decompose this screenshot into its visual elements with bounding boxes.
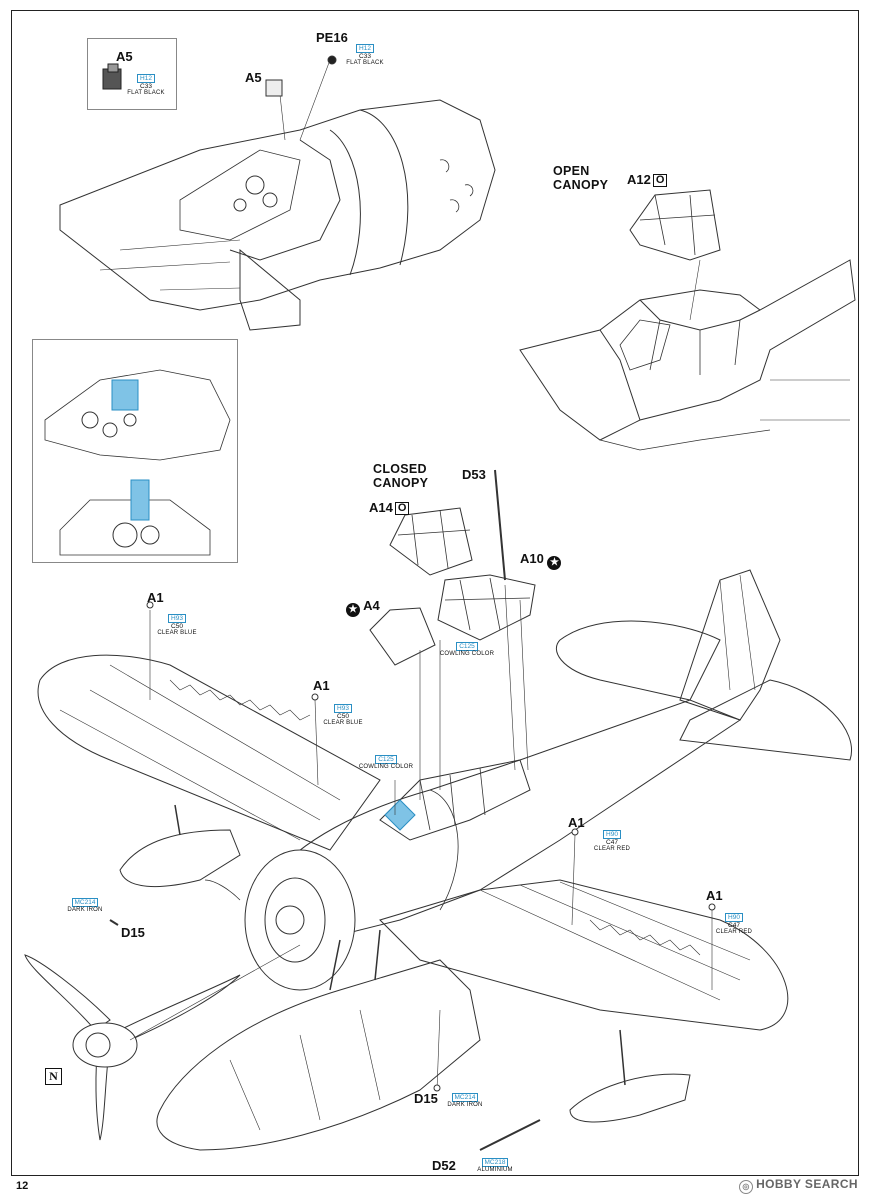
paint-name: DARK IRON bbox=[67, 907, 103, 913]
ccode: C47 bbox=[728, 922, 740, 929]
paint-name: CLEAR BLUE bbox=[323, 720, 363, 726]
label-d52: D52 bbox=[432, 1158, 456, 1173]
open-canopy-drawing bbox=[519, 189, 856, 451]
a5-detail-drawing bbox=[102, 63, 122, 90]
paint-name: FLAT BLACK bbox=[346, 60, 384, 66]
label-d15-left: D15 bbox=[121, 925, 145, 940]
paint-code-inset-a5: H12 C33 FLAT BLACK bbox=[125, 74, 167, 97]
label-open-canopy-line2: CANOPY bbox=[553, 178, 609, 192]
cockpit-inset-drawing bbox=[44, 369, 231, 556]
paint-name: COWLING COLOR bbox=[358, 764, 414, 770]
paint-code-a1-mid: H93 C50 CLEAR BLUE bbox=[318, 704, 368, 727]
paint-code-d15-left: MC214 DARK IRON bbox=[64, 898, 106, 914]
paint-name: DARK IRON bbox=[447, 1102, 483, 1108]
label-a12-text: A12 bbox=[627, 172, 651, 187]
paint-name: CLEAR BLUE bbox=[157, 630, 197, 636]
paint-name: CLEAR RED bbox=[715, 929, 753, 935]
label-closed-canopy-line1: CLOSED bbox=[373, 462, 427, 476]
label-a1-left: A1 bbox=[147, 590, 164, 605]
paint-name: ALUMINIUM bbox=[477, 1167, 513, 1173]
label-a1-right-1: A1 bbox=[568, 815, 585, 830]
ccode: C50 bbox=[337, 713, 349, 720]
label-a1-right-2: A1 bbox=[706, 888, 723, 903]
label-open-canopy-line1: OPEN bbox=[553, 164, 590, 178]
watermark-text: HOBBY SEARCH bbox=[756, 1177, 858, 1191]
top-fuselage-drawing bbox=[59, 55, 496, 331]
paint-code-a1-left: H93 C50 CLEAR BLUE bbox=[152, 614, 202, 637]
open-box-marker-icon: O bbox=[394, 502, 410, 515]
hcode: H93 bbox=[334, 704, 352, 713]
paint-code-cowling-canopy: C125 COWLING COLOR bbox=[435, 642, 499, 658]
label-a4: ★ A4 bbox=[346, 598, 380, 617]
ccode: MC214 bbox=[451, 1093, 479, 1102]
label-a10: A10 ★ bbox=[520, 551, 562, 570]
ccode: C47 bbox=[606, 839, 618, 846]
ccode: C33 bbox=[359, 53, 371, 60]
hcode: H90 bbox=[603, 830, 621, 839]
main-aircraft-drawing bbox=[24, 569, 852, 1151]
star-marker-icon: ★ bbox=[547, 556, 562, 570]
label-d15-bottom: D15 bbox=[414, 1091, 438, 1106]
paint-name: CLEAR RED bbox=[593, 846, 631, 852]
label-a10-text: A10 bbox=[520, 551, 544, 566]
hcode: H12 bbox=[137, 74, 155, 83]
paint-code-a1-right-2: H90 C47 CLEAR RED bbox=[714, 913, 754, 936]
ccode: C33 bbox=[140, 83, 152, 90]
canopy-parts-drawing bbox=[369, 469, 536, 666]
label-closed-canopy-line2: CANOPY bbox=[373, 476, 429, 490]
hobby-search-logo-icon: ◎ bbox=[739, 1180, 754, 1194]
open-box-marker-icon: O bbox=[652, 174, 668, 187]
n-marker-box: N bbox=[45, 1068, 62, 1085]
paint-code-a1-right-1: H90 C47 CLEAR RED bbox=[592, 830, 632, 853]
label-a5: A5 bbox=[245, 70, 262, 85]
paint-name: COWLING COLOR bbox=[439, 651, 495, 657]
hcode: H93 bbox=[168, 614, 186, 623]
paint-code-pe16: H12 C33 FLAT BLACK bbox=[342, 44, 388, 67]
label-d53: D53 bbox=[462, 467, 486, 482]
ccode: C50 bbox=[171, 623, 183, 630]
hcode: H12 bbox=[356, 44, 374, 53]
paint-code-d15-bottom: MC214 DARK IRON bbox=[444, 1093, 486, 1109]
label-a14-text: A14 bbox=[369, 500, 393, 515]
label-a5-inset: A5 bbox=[116, 49, 133, 64]
label-a1-mid: A1 bbox=[313, 678, 330, 693]
ccode: C125 bbox=[456, 642, 478, 651]
paint-name: FLAT BLACK bbox=[127, 90, 165, 96]
ccode: C125 bbox=[375, 755, 397, 764]
star-marker-icon: ★ bbox=[346, 603, 360, 617]
watermark: ◎HOBBY SEARCH bbox=[739, 1177, 858, 1194]
label-pe16: PE16 bbox=[316, 30, 348, 45]
a5-inset-box bbox=[87, 38, 177, 110]
page-number: 12 bbox=[16, 1180, 29, 1192]
paint-code-cowling-cockpit: C125 COWLING COLOR bbox=[354, 755, 418, 771]
cockpit-detail-inset bbox=[32, 339, 238, 563]
label-a4-text: A4 bbox=[363, 598, 380, 613]
hcode: H90 bbox=[725, 913, 743, 922]
page-border bbox=[11, 10, 859, 1176]
ccode: MC218 bbox=[481, 1158, 509, 1167]
ccode: MC214 bbox=[71, 898, 99, 907]
paint-code-d52: MC218 ALUMINIUM bbox=[472, 1158, 518, 1174]
